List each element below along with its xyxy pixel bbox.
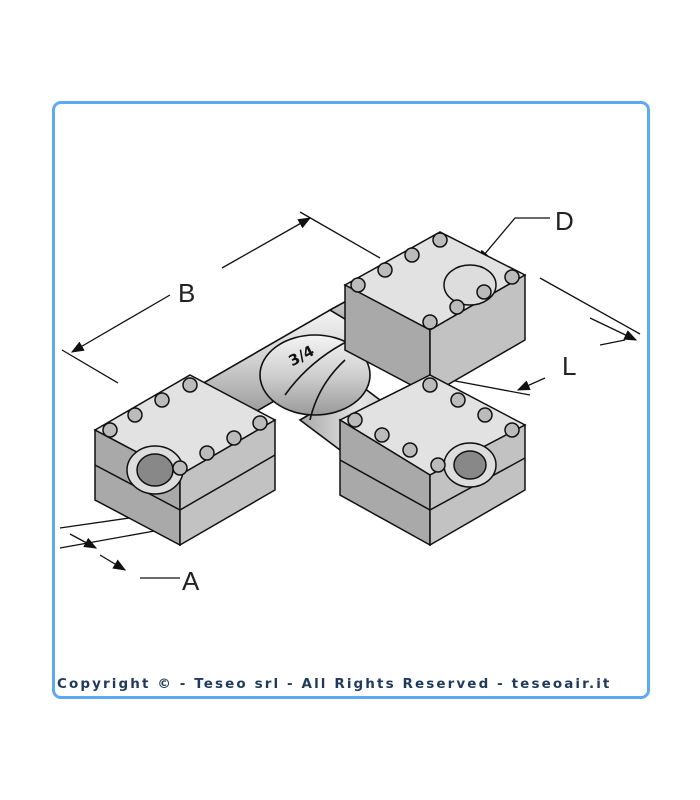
clamp-left [93,374,277,547]
dimension-a [59,514,180,579]
clamp-upper-right [343,231,527,397]
dimension-label-b: B [178,278,195,308]
dimension-label-a: A [182,566,200,596]
clamp-lower-right [338,374,527,547]
dimension-b [61,211,381,384]
copyright-footer: Copyright © - Teseo srl - All Rights Res… [57,676,612,692]
dimension-label-l: L [562,351,576,381]
dimension-label-d: D [555,206,574,236]
dimension-d [477,217,550,263]
image-frame [52,101,650,699]
dimension-l [449,277,641,396]
